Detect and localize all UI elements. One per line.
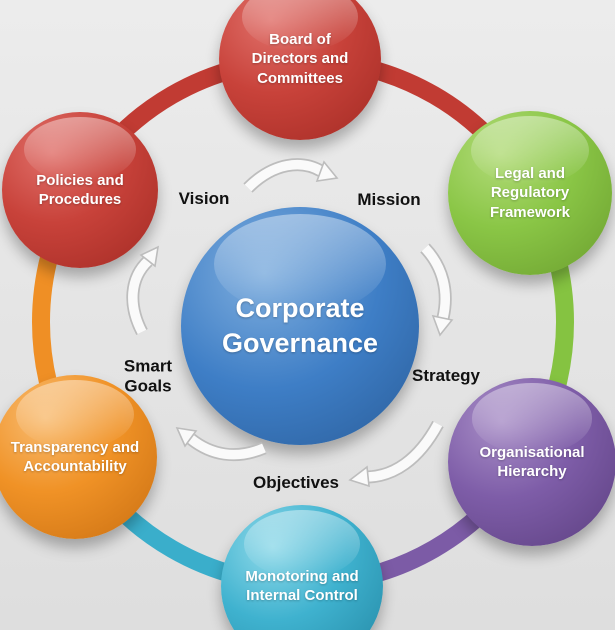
arrow-smart-goals-to-vision-icon — [126, 245, 160, 335]
label-mission: Mission — [357, 190, 421, 210]
node-board-of-directors: Board of Directors and Committees — [219, 0, 381, 140]
node-transparency-label: Transparency and Accountability — [10, 438, 140, 476]
node-monitoring-label: Monotoring and Internal Control — [245, 567, 359, 605]
arrow-objectives-to-smart-goals-icon — [175, 426, 267, 462]
node-corporate-governance: Corporate Governance — [181, 207, 419, 445]
node-organisational-hierarchy: Organisational Hierarchy — [448, 378, 615, 546]
node-organisational-label: Organisational Hierarchy — [479, 443, 585, 481]
node-policies-label: Policies and Procedures — [36, 171, 124, 209]
node-transparency-accountability: Transparency and Accountability — [0, 375, 157, 539]
label-strategy: Strategy — [411, 366, 481, 386]
node-policies-procedures: Policies and Procedures — [2, 112, 158, 268]
node-board-label: Board of Directors and Committees — [251, 30, 349, 87]
node-monitoring-internal-control: Monotoring and Internal Control — [221, 505, 383, 630]
node-legal-label: Legal and Regulatory Framework — [489, 164, 571, 221]
arrow-mission-to-strategy-icon — [420, 243, 454, 337]
label-smart-goals: Smart Goals — [123, 356, 173, 395]
arrow-vision-to-mission-icon — [243, 158, 339, 193]
label-objectives: Objectives — [253, 473, 339, 493]
arrow-strategy-to-objectives-icon — [348, 420, 444, 488]
label-vision: Vision — [178, 189, 230, 209]
center-title: Corporate Governance — [221, 292, 379, 358]
node-legal-regulatory: Legal and Regulatory Framework — [448, 111, 612, 275]
